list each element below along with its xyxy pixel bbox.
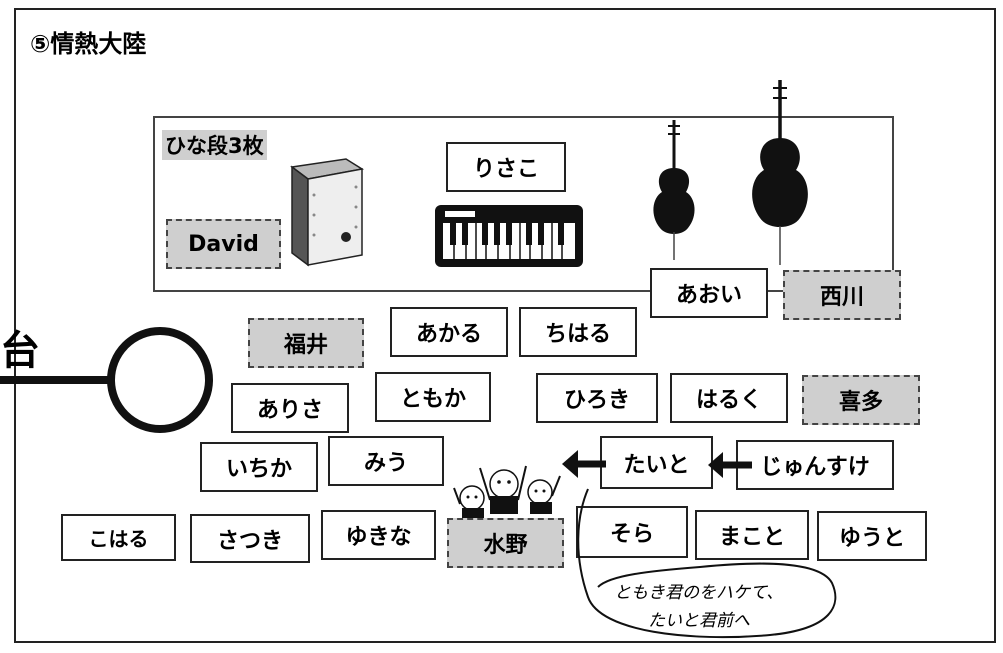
name-box-tomoka: ともか — [375, 372, 491, 422]
name-box-risako: りさこ — [446, 142, 566, 192]
name-box-koharu: こはる — [61, 514, 176, 561]
name-box-hiroki: ひろき — [536, 373, 658, 423]
name-box-kita: 喜多 — [802, 375, 920, 425]
name-box-nishikawa: 西川 — [783, 270, 901, 320]
name-box-david: David — [166, 219, 281, 269]
cajon-icon — [290, 158, 365, 267]
name-box-satsuki: さつき — [190, 514, 310, 563]
name-box-miu: みう — [328, 436, 444, 486]
arrow-left-icon — [562, 450, 606, 478]
stage-label: ひな段3枚 — [162, 130, 267, 160]
name-box-fukui: 福井 — [248, 318, 364, 368]
name-box-yuuto: ゆうと — [817, 511, 927, 561]
annotation-line-1: ともき君のをハケて、 — [614, 583, 784, 603]
keyboard-icon — [435, 205, 583, 267]
cello-icon — [752, 80, 808, 265]
name-box-arisa: ありさ — [231, 383, 349, 433]
diagram-frame — [14, 8, 996, 643]
name-box-akaru: あかる — [390, 307, 508, 357]
name-box-aoi: あおい — [650, 268, 768, 318]
mascot-icon — [453, 465, 561, 518]
violin-icon — [653, 120, 695, 260]
name-box-haruku: はるく — [670, 373, 788, 423]
arrow-left-icon — [708, 452, 752, 478]
annotation-callout — [577, 488, 837, 639]
left-label: 台 — [0, 328, 40, 374]
name-box-ichika: いちか — [200, 442, 318, 492]
page-title: ⑤情熱大陸 — [30, 30, 147, 58]
mic-stand-icon — [0, 327, 213, 433]
name-box-yukina: ゆきな — [321, 510, 436, 560]
annotation-line-2: たいと君前へ — [648, 611, 750, 631]
stage-area — [153, 116, 894, 292]
name-box-sora: そら — [576, 506, 688, 558]
name-box-taito: たいと — [600, 436, 713, 489]
name-box-chiharu: ちはる — [519, 307, 637, 357]
name-box-mizuno: 水野 — [447, 518, 564, 568]
name-box-junsuke: じゅんすけ — [736, 440, 894, 490]
name-box-makoto: まこと — [695, 510, 809, 560]
